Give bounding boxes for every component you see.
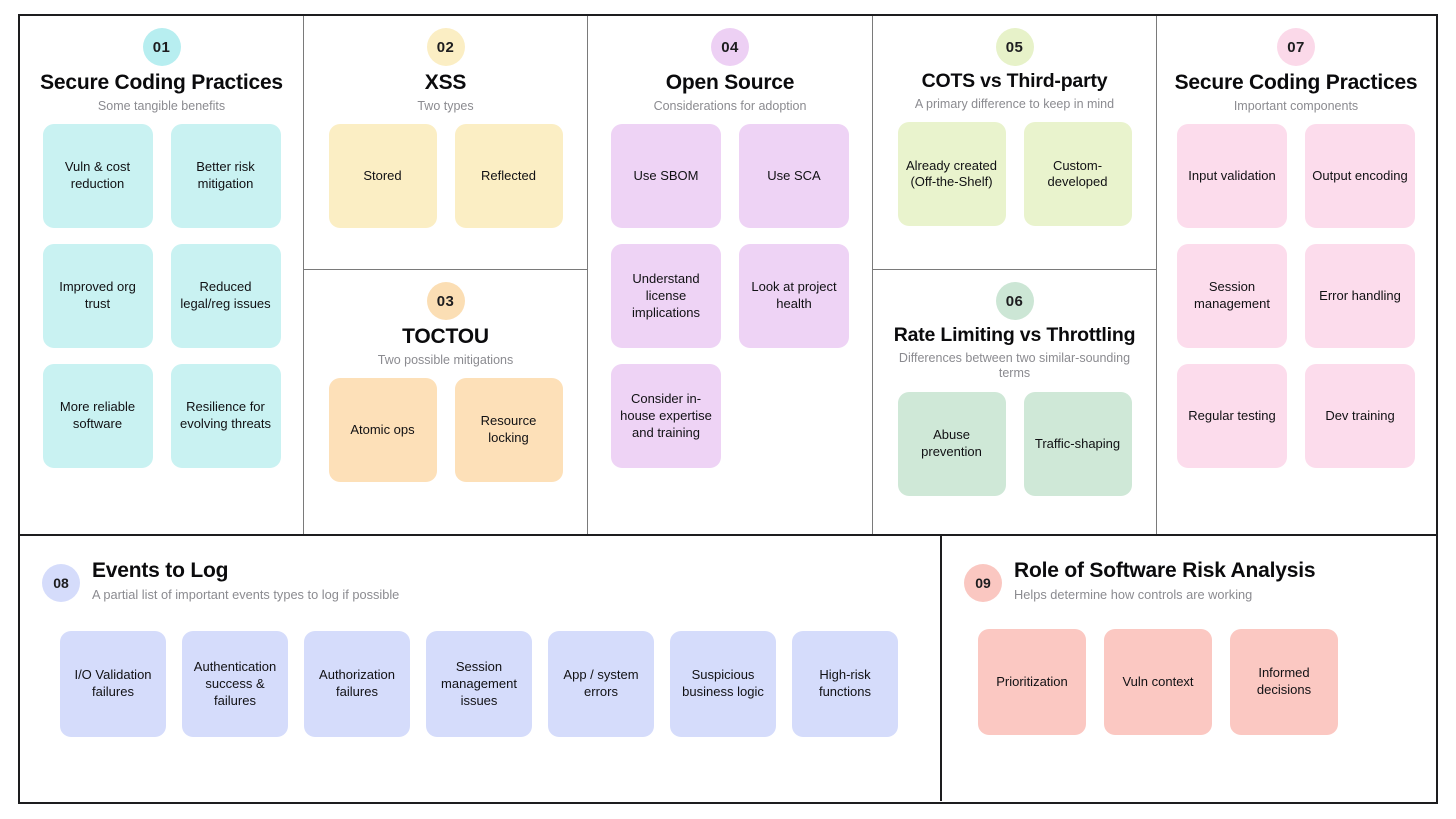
panel-05: 05 COTS vs Third-party A primary differe… <box>873 16 1156 270</box>
column-1: 01 Secure Coding Practices Some tangible… <box>20 16 304 534</box>
bottom-row: 08 Events to Log A partial list of impor… <box>20 536 1436 801</box>
panel-09-texts: Role of Software Risk Analysis Helps det… <box>1014 558 1316 603</box>
infographic-board: 01 Secure Coding Practices Some tangible… <box>18 14 1438 804</box>
panel-04-badge: 04 <box>711 28 749 66</box>
panel-08-chips: I/O Validation failures Authentication s… <box>42 631 922 738</box>
panel-03-badge: 03 <box>426 282 465 320</box>
panel-03: 03 TOCTOU Two possible mitigations Atomi… <box>304 270 587 531</box>
column-5: 07 Secure Coding Practices Important com… <box>1157 16 1435 534</box>
panel-02-chips: Stored Reflected <box>314 124 577 229</box>
panel-07-badge: 07 <box>1277 28 1315 66</box>
panel-05-badge: 05 <box>995 28 1034 66</box>
chip-spacer <box>739 364 849 468</box>
panel-04-title: Open Source <box>665 71 795 94</box>
chip: Traffic-shaping <box>1023 392 1132 497</box>
panel-02-badge: 02 <box>426 28 465 66</box>
panel-01-subtitle: Some tangible benefits <box>97 98 226 113</box>
column-3: 04 Open Source Considerations for adopti… <box>588 16 873 534</box>
panel-06-title: Rate Limiting vs Throttling <box>893 324 1136 346</box>
panel-07-subtitle: Important components <box>1233 98 1359 113</box>
top-row: 01 Secure Coding Practices Some tangible… <box>20 16 1436 536</box>
panel-03-chips: Atomic ops Resource locking <box>314 378 577 483</box>
panel-08-badge: 08 <box>42 564 80 602</box>
chip: Atomic ops <box>328 378 437 483</box>
chip: I/O Validation failures <box>60 631 166 738</box>
chip: Stored <box>328 124 437 229</box>
chip: Authorization failures <box>304 631 410 738</box>
column-2: 02 XSS Two types Stored Reflected 03 TOC… <box>304 16 588 534</box>
panel-01-chips: Vuln & cost reduction Better risk mitiga… <box>30 124 293 469</box>
chip: Prioritization <box>978 629 1086 736</box>
panel-02: 02 XSS Two types Stored Reflected <box>304 16 587 270</box>
chip: Use SBOM <box>611 124 721 229</box>
chip: Look at project health <box>739 244 849 349</box>
panel-04-chips: Use SBOM Use SCA Understand license impl… <box>598 124 862 469</box>
panel-07: 07 Secure Coding Practices Important com… <box>1157 16 1435 531</box>
panel-03-subtitle: Two possible mitigations <box>377 352 514 367</box>
chip: More reliable software <box>42 364 153 469</box>
chip: App / system errors <box>548 631 654 738</box>
chip: Resource locking <box>454 378 563 483</box>
chip: Input validation <box>1177 124 1287 229</box>
chip: Resilience for evolving threats <box>170 364 281 469</box>
panel-09-badge: 09 <box>964 564 1002 602</box>
chip: Vuln context <box>1104 629 1212 736</box>
panel-09: 09 Role of Software Risk Analysis Helps … <box>942 536 1436 801</box>
chip: Dev training <box>1305 364 1415 469</box>
chip: Reflected <box>454 124 563 229</box>
panel-03-title: TOCTOU <box>402 325 489 348</box>
chip: Abuse prevention <box>897 392 1006 497</box>
chip: Authentication success & failures <box>182 631 288 738</box>
chip: Use SCA <box>739 124 849 229</box>
panel-01-badge: 01 <box>142 28 181 66</box>
panel-06-subtitle: Differences between two similar-sounding… <box>898 350 1131 381</box>
panel-07-chips: Input validation Output encoding Session… <box>1167 124 1425 469</box>
panel-08-subtitle: A partial list of important events types… <box>92 587 400 603</box>
panel-04-subtitle: Considerations for adoption <box>653 98 807 113</box>
chip: Output encoding <box>1305 124 1415 229</box>
panel-08-header: 08 Events to Log A partial list of impor… <box>42 558 922 603</box>
panel-02-title: XSS <box>424 71 467 94</box>
panel-08-title: Events to Log <box>92 559 229 582</box>
panel-01: 01 Secure Coding Practices Some tangible… <box>20 16 303 531</box>
chip: Better risk mitigation <box>170 124 281 229</box>
panel-09-header: 09 Role of Software Risk Analysis Helps … <box>964 558 1418 603</box>
chip: High-risk functions <box>792 631 898 738</box>
chip: Already created (Off-the-Shelf) <box>897 122 1006 227</box>
chip: Session management <box>1177 244 1287 349</box>
chip: Session management issues <box>426 631 532 738</box>
panel-05-title: COTS vs Third-party <box>921 70 1108 92</box>
chip: Regular testing <box>1177 364 1287 469</box>
panel-07-title: Secure Coding Practices <box>1174 71 1418 94</box>
panel-06-chips: Abuse prevention Traffic-shaping <box>883 392 1146 497</box>
chip: Suspicious business logic <box>670 631 776 738</box>
panel-09-chips: Prioritization Vuln context Informed dec… <box>964 629 1418 736</box>
chip: Informed decisions <box>1230 629 1338 736</box>
panel-08: 08 Events to Log A partial list of impor… <box>20 536 942 801</box>
panel-08-texts: Events to Log A partial list of importan… <box>92 558 399 603</box>
panel-05-subtitle: A primary difference to keep in mind <box>914 96 1115 111</box>
chip: Error handling <box>1305 244 1415 349</box>
chip: Understand license implications <box>611 244 721 349</box>
panel-06-badge: 06 <box>995 282 1034 320</box>
chip: Vuln & cost reduction <box>42 124 153 229</box>
chip: Custom-developed <box>1023 122 1132 227</box>
panel-02-subtitle: Two types <box>417 98 474 113</box>
panel-05-chips: Already created (Off-the-Shelf) Custom-d… <box>883 122 1146 227</box>
chip: Reduced legal/reg issues <box>170 244 281 349</box>
chip: Consider in-house expertise and training <box>611 364 721 469</box>
panel-09-subtitle: Helps determine how controls are working <box>1014 587 1253 603</box>
column-4: 05 COTS vs Third-party A primary differe… <box>873 16 1157 534</box>
panel-01-title: Secure Coding Practices <box>40 71 283 94</box>
panel-04: 04 Open Source Considerations for adopti… <box>588 16 872 531</box>
chip: Improved org trust <box>42 244 153 349</box>
panel-09-title: Role of Software Risk Analysis <box>1014 559 1316 582</box>
panel-06: 06 Rate Limiting vs Throttling Differenc… <box>873 270 1156 531</box>
